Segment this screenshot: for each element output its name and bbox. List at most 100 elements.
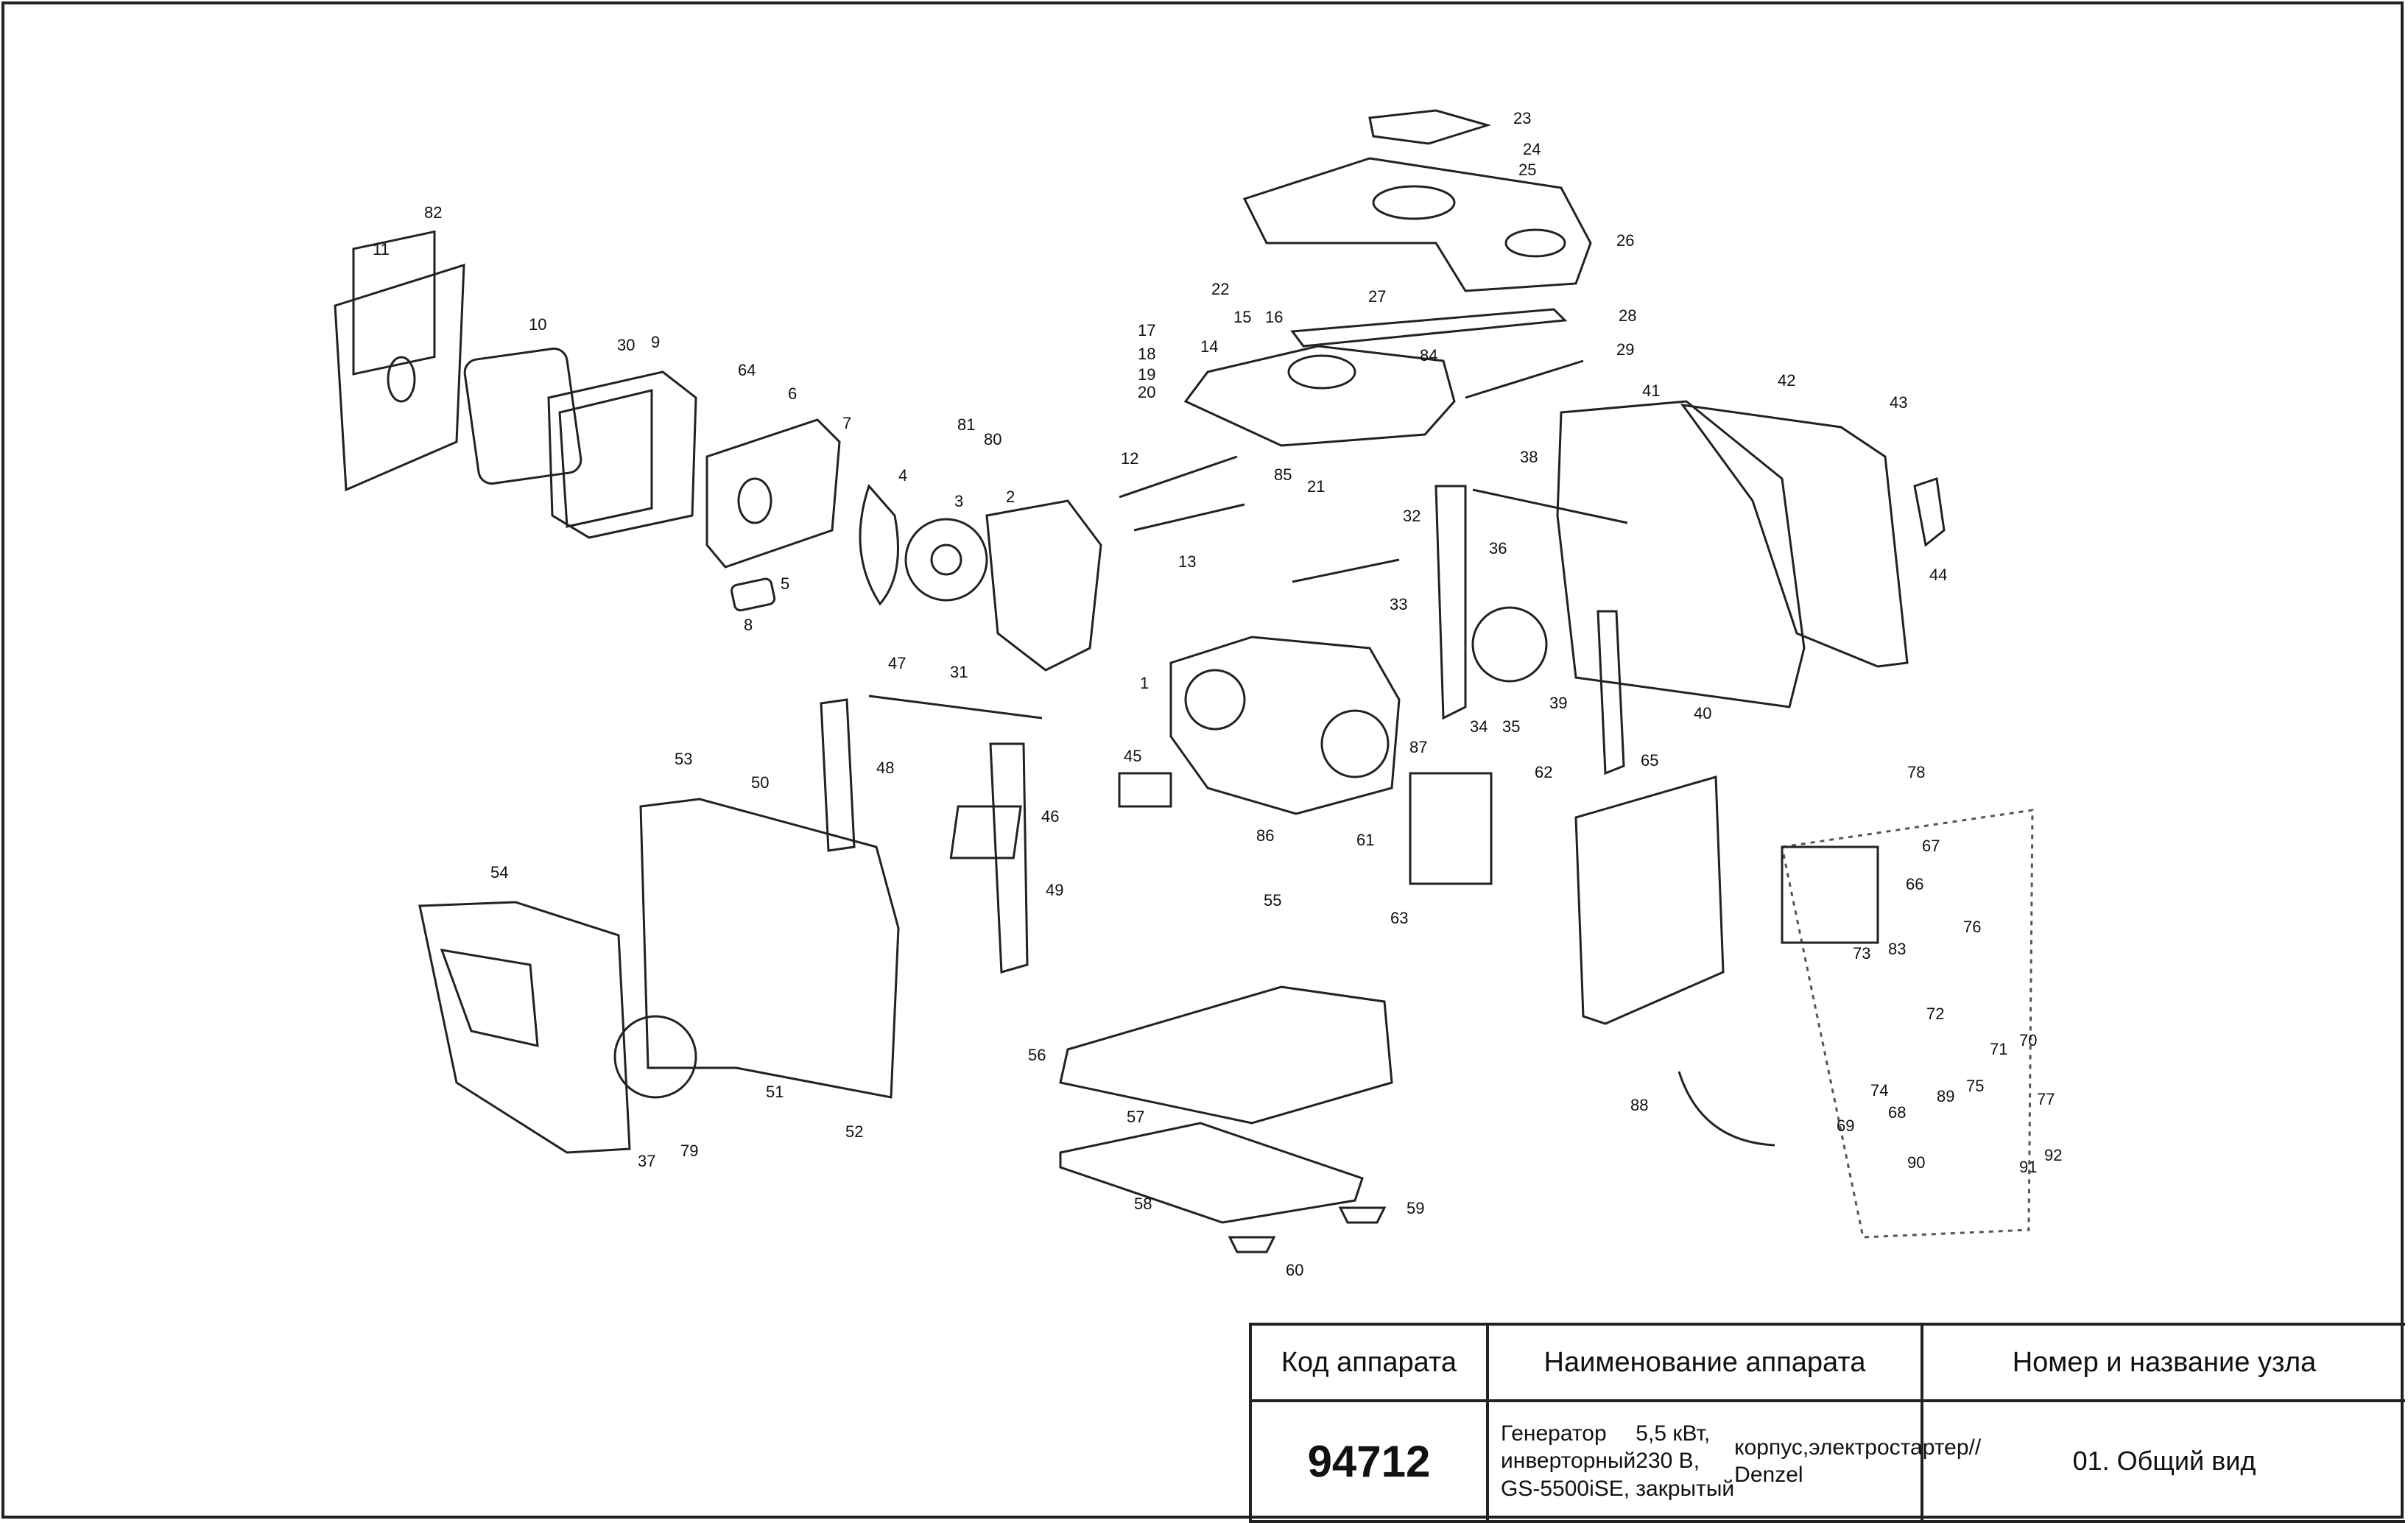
- callout-49: 49: [1046, 881, 1063, 899]
- part-wire: [1677, 1071, 1775, 1147]
- apparatus-name-line-1: Генератор инверторный GS-5500iSE,: [1501, 1421, 1636, 1501]
- callout-71: 71: [1990, 1040, 2007, 1058]
- part-tube-12: [1119, 455, 1238, 499]
- callout-85: 85: [1274, 465, 1292, 484]
- part-base-frame: [1059, 1122, 1364, 1224]
- callout-30: 30: [617, 336, 635, 354]
- apparatus-name-line-2: 5,5 кВт, 230 В, закрытый: [1636, 1421, 1735, 1501]
- callout-4: 4: [898, 466, 907, 485]
- part-base-tray: [1059, 985, 1393, 1125]
- callout-59: 59: [1407, 1199, 1424, 1217]
- callout-17: 17: [1138, 321, 1155, 340]
- callout-15: 15: [1233, 308, 1251, 326]
- part-bracket-49: [989, 742, 1029, 974]
- part-bracket-48: [820, 698, 856, 852]
- callout-64: 64: [738, 361, 756, 379]
- callout-62: 62: [1535, 763, 1552, 781]
- part-left-frame: [639, 798, 900, 1099]
- callout-89: 89: [1937, 1087, 1954, 1105]
- part-plate-45: [1118, 772, 1172, 808]
- callout-80: 80: [984, 430, 1001, 449]
- callout-67: 67: [1922, 837, 1940, 855]
- part-box-46: [949, 805, 1022, 859]
- part-fuel-tank: [1183, 345, 1456, 447]
- group-control-components: [1781, 809, 2034, 1239]
- callout-16: 16: [1265, 308, 1283, 326]
- part-bracket-33: [1434, 485, 1467, 720]
- node-name: 01. Общий вид: [1923, 1402, 2405, 1523]
- header-node: Номер и название узла: [1923, 1326, 2405, 1402]
- callout-52: 52: [845, 1122, 863, 1141]
- callout-83: 83: [1888, 940, 1906, 958]
- callout-18: 18: [1138, 345, 1155, 363]
- apparatus-name-line-3: корпус,электростартер// Denzel: [1734, 1435, 1982, 1488]
- callout-23: 23: [1513, 109, 1531, 127]
- callout-66: 66: [1906, 875, 1923, 893]
- part-bar-29: [1465, 359, 1584, 399]
- callout-11: 11: [373, 240, 390, 258]
- part-belt: [859, 484, 899, 606]
- callout-86: 86: [1256, 826, 1274, 845]
- callout-41: 41: [1642, 381, 1660, 400]
- callout-81: 81: [957, 415, 975, 434]
- callout-24: 24: [1523, 140, 1541, 158]
- callout-1: 1: [1140, 674, 1149, 692]
- callout-21: 21: [1307, 477, 1325, 496]
- part-control-panel: [1574, 775, 1725, 1025]
- part-rear-grille: [334, 230, 465, 492]
- callout-42: 42: [1778, 371, 1795, 390]
- callout-74: 74: [1870, 1081, 1888, 1100]
- callout-58: 58: [1134, 1195, 1152, 1213]
- part-top-cover: [1242, 157, 1592, 292]
- title-block: Код аппарата Наименование аппарата Номер…: [1249, 1323, 2405, 1523]
- part-inverter-heatsink: [1409, 772, 1493, 885]
- callout-6: 6: [788, 384, 797, 403]
- part-foot-b: [1228, 1236, 1276, 1253]
- callout-84: 84: [1420, 346, 1437, 365]
- callout-70: 70: [2019, 1031, 2037, 1049]
- part-left-panel: [418, 901, 631, 1154]
- callout-38: 38: [1520, 448, 1538, 466]
- part-bracket-39: [1596, 610, 1625, 775]
- part-side-handle: [1913, 477, 1946, 547]
- callout-54: 54: [490, 863, 508, 882]
- callout-43: 43: [1890, 393, 1907, 412]
- callout-34: 34: [1470, 717, 1488, 736]
- callout-76: 76: [1963, 918, 1981, 936]
- callout-69: 69: [1837, 1116, 1854, 1135]
- callout-32: 32: [1403, 507, 1420, 525]
- callout-7: 7: [842, 414, 851, 432]
- callout-48: 48: [876, 759, 894, 777]
- part-handle: [1290, 308, 1568, 348]
- callout-25: 25: [1518, 161, 1536, 179]
- callout-90: 90: [1907, 1153, 1925, 1172]
- callout-53: 53: [675, 750, 692, 768]
- part-wheel-right: [1471, 606, 1548, 683]
- callout-87: 87: [1409, 738, 1427, 756]
- part-gasket: [731, 577, 776, 612]
- callout-79: 79: [680, 1142, 698, 1160]
- callout-47: 47: [888, 654, 906, 672]
- part-cap-plate: [1368, 109, 1492, 145]
- part-gasket-frame: [463, 347, 582, 485]
- part-control-board: [1781, 845, 1879, 944]
- part-bracket-13b: [1292, 558, 1400, 583]
- callout-28: 28: [1619, 306, 1636, 325]
- header-code: Код аппарата: [1252, 1326, 1489, 1402]
- callout-77: 77: [2037, 1090, 2055, 1108]
- callout-44: 44: [1929, 566, 1947, 584]
- callout-29: 29: [1616, 340, 1634, 359]
- part-muffler-cover: [547, 370, 697, 539]
- callout-65: 65: [1641, 751, 1658, 770]
- part-tube-47: [868, 694, 1043, 720]
- callout-75: 75: [1966, 1077, 1984, 1095]
- callout-19: 19: [1138, 365, 1155, 384]
- callout-88: 88: [1630, 1096, 1648, 1114]
- part-fan-cover: [985, 499, 1102, 672]
- callout-2: 2: [1006, 488, 1015, 506]
- callout-56: 56: [1028, 1046, 1046, 1064]
- callout-73: 73: [1853, 944, 1870, 963]
- callout-57: 57: [1127, 1108, 1144, 1126]
- callout-12: 12: [1121, 449, 1138, 468]
